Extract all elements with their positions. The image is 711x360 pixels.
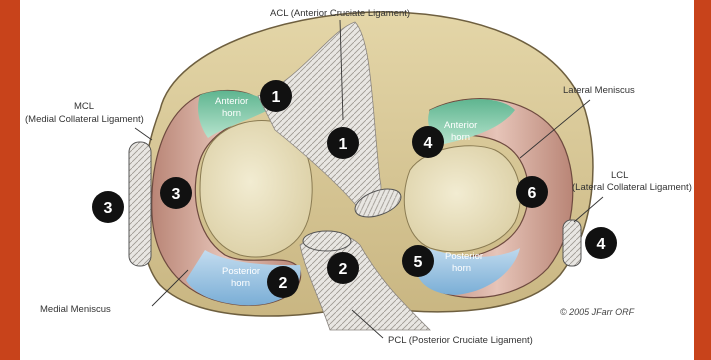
marker-6-lateral-meniscus-text: 6 [528, 185, 537, 202]
acl-label: ACL (Anterior Cruciate Ligament) [270, 8, 410, 19]
medial-anterior-horn-label-2: horn [222, 108, 241, 119]
marker-2-pcl: 2 [327, 252, 359, 284]
marker-3-medial-meniscus: 3 [160, 177, 192, 209]
mcl-label-full: (Medial Collateral Ligament) [25, 114, 144, 125]
marker-3-medial-meniscus-text: 3 [172, 186, 181, 203]
marker-1-medial-anterior: 1 [260, 80, 292, 112]
lateral-posterior-horn-label: Posterior [445, 251, 483, 262]
lcl-label-full: (Lateral Collateral Ligament) [572, 182, 692, 193]
lateral-posterior-horn-label-2: horn [452, 263, 471, 274]
marker-4-lcl: 4 [585, 227, 617, 259]
marker-1-acl-text: 1 [339, 136, 348, 153]
lateral-meniscus-label: Lateral Meniscus [563, 85, 635, 96]
marker-1-acl: 1 [327, 127, 359, 159]
marker-4-lcl-text: 4 [597, 236, 606, 253]
medial-posterior-horn-label-2: horn [231, 278, 250, 289]
medial-meniscus-label: Medial Meniscus [40, 304, 111, 315]
lateral-cartilage [404, 146, 520, 252]
marker-5-lateral-posterior: 5 [402, 245, 434, 277]
marker-1-medial-anterior-text: 1 [272, 89, 281, 106]
marker-3-mcl: 3 [92, 191, 124, 223]
lcl-stump [563, 220, 581, 266]
marker-6-lateral-meniscus: 6 [516, 176, 548, 208]
lateral-anterior-horn-label: Anterior [444, 120, 477, 131]
medial-posterior-horn-label: Posterior [222, 266, 260, 277]
marker-3-mcl-text: 3 [104, 200, 113, 217]
marker-2-pcl-text: 2 [339, 261, 348, 278]
marker-2-medial-posterior-text: 2 [279, 275, 288, 292]
copyright-text: © 2005 JFarr ORF [560, 307, 635, 317]
pcl-stump [303, 231, 351, 251]
marker-4-lateral-anterior-text: 4 [424, 135, 433, 152]
marker-4-lateral-anterior: 4 [412, 126, 444, 158]
mcl-stump [129, 142, 151, 266]
mcl-label: MCL [74, 101, 94, 112]
pcl-label: PCL (Posterior Cruciate Ligament) [388, 335, 533, 346]
medial-anterior-horn-label: Anterior [215, 96, 248, 107]
lateral-anterior-horn-label-2: horn [451, 132, 470, 143]
lcl-label: LCL [611, 170, 628, 181]
marker-2-medial-posterior: 2 [267, 266, 299, 298]
marker-5-lateral-posterior-text: 5 [414, 254, 423, 271]
